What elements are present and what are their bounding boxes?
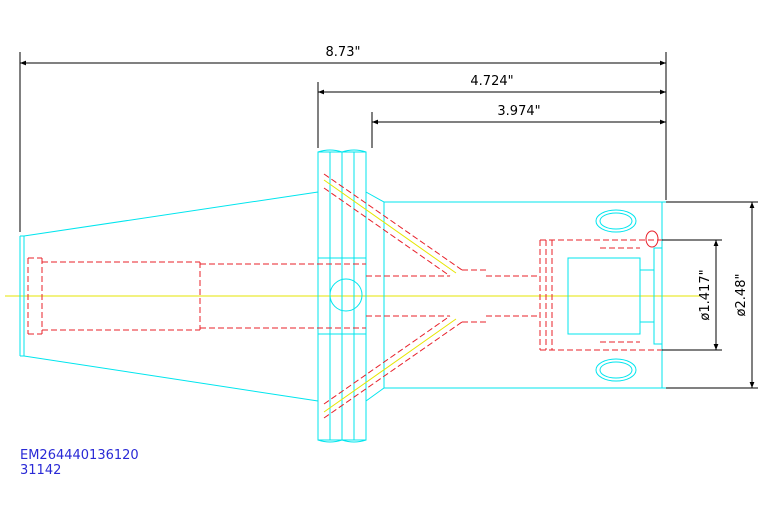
dim-body-diameter: ø2.48": [734, 274, 749, 317]
hidden-port-circle: [645, 230, 659, 248]
dim-body-length: 3.974": [497, 104, 540, 119]
coolant-ducts: [323, 179, 457, 413]
hidden-lines: [27, 173, 662, 419]
part-code: 31142: [20, 463, 62, 478]
tool-outline: [19, 149, 666, 443]
dim-flange-to-end: 4.724": [470, 74, 513, 89]
part-number: EM264440136120: [20, 448, 139, 463]
dim-overall-length: 8.73": [326, 45, 361, 60]
dim-bore-diameter: ø1.417": [698, 269, 713, 320]
dimension-lines: [19, 52, 758, 389]
